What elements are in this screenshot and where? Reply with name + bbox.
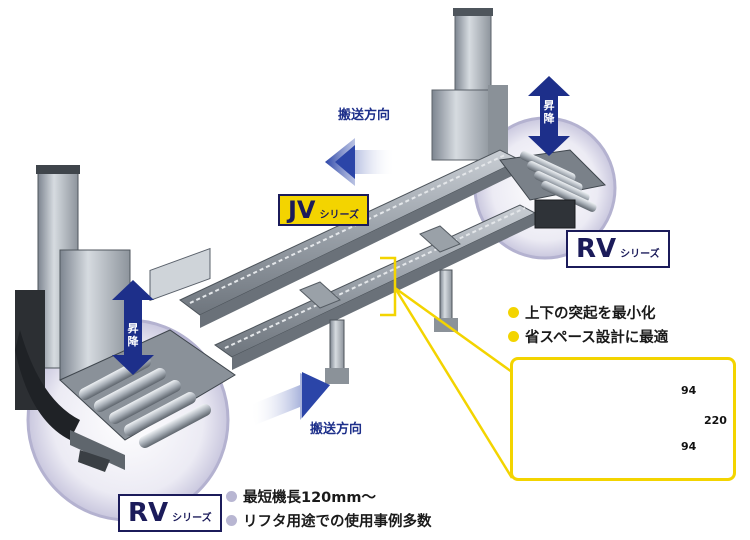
feature-text: 省スペース設計に最適 xyxy=(525,330,669,346)
bullet-dot xyxy=(226,491,237,502)
dimension-total: 220 xyxy=(704,414,727,427)
jv-series-name: JV xyxy=(288,196,316,224)
rv-series-suffix-left: シリーズ xyxy=(172,513,212,524)
conveying-direction-label-bottom: 搬送方向 xyxy=(310,422,363,437)
dimension-lower: 94 xyxy=(681,440,697,453)
list-item: 上下の突起を最小化 xyxy=(508,302,668,323)
jv-features-list: 上下の突起を最小化 省スペース設計に最適 xyxy=(508,302,668,350)
rv-series-name-left: RV xyxy=(128,498,169,528)
rv-series-suffix-right: シリーズ xyxy=(620,249,660,260)
lift-label-left: 昇降 xyxy=(127,322,139,348)
jv-series-suffix: シリーズ xyxy=(319,210,360,221)
rv-features-list: 最短機長120mm～ リフタ用途での使用事例多数 xyxy=(226,486,432,534)
rv-series-label-left: RV シリーズ xyxy=(118,494,222,532)
list-item: リフタ用途での使用事例多数 xyxy=(226,510,432,531)
dimension-upper: 94 xyxy=(681,384,697,397)
cross-section-detail-box xyxy=(510,357,736,481)
bullet-dot xyxy=(508,331,519,342)
jv-conveyor-frame xyxy=(149,149,537,384)
list-item: 最短機長120mm～ xyxy=(226,486,432,507)
bullet-dot xyxy=(226,515,237,526)
feature-text: 最短機長120mm～ xyxy=(243,490,376,506)
detail-callout-lines xyxy=(380,256,514,479)
conveying-direction-label-top: 搬送方向 xyxy=(338,108,391,123)
far-vertical-actuator xyxy=(431,8,508,161)
conveying-direction-arrow-top xyxy=(325,138,395,186)
feature-text: リフタ用途での使用事例多数 xyxy=(243,514,432,530)
rv-series-label-right: RV シリーズ xyxy=(566,230,670,268)
conveying-direction-arrow-bottom xyxy=(250,372,330,425)
lift-arrow-left xyxy=(112,280,154,375)
lift-arrow-right xyxy=(528,76,570,156)
jv-series-label: JV シリーズ xyxy=(278,194,370,226)
right-rv-roller-unit xyxy=(499,149,607,229)
bullet-dot xyxy=(508,307,519,318)
lift-label-right: 昇降 xyxy=(543,99,555,125)
left-rv-roller-unit xyxy=(59,329,236,472)
list-item: 省スペース設計に最適 xyxy=(508,326,668,347)
feature-text: 上下の突起を最小化 xyxy=(525,306,656,322)
rv-series-name-right: RV xyxy=(576,234,617,264)
